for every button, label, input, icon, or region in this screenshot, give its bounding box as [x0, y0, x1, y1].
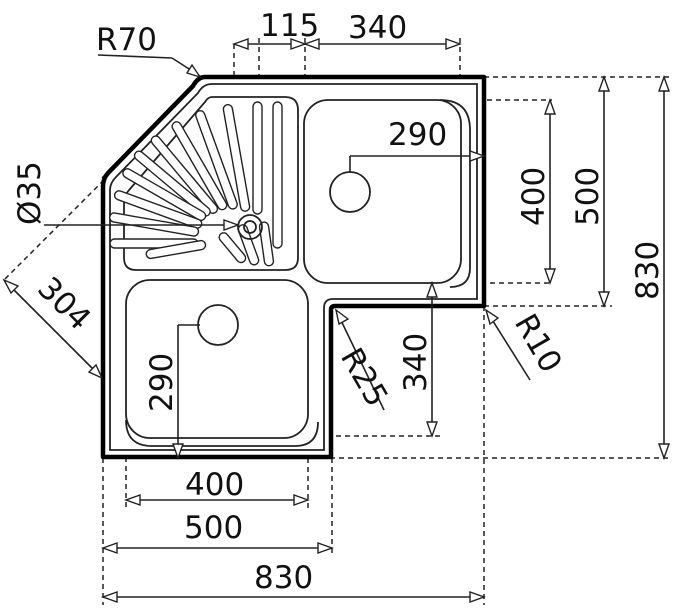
dim-830-bottom-label: 830 — [254, 560, 313, 596]
dim-500-bottom-label: 500 — [184, 510, 243, 546]
dim-290-top-label: 290 — [388, 117, 447, 153]
top-basin — [303, 99, 462, 284]
drainer-waste — [237, 214, 263, 240]
dim-400-vertical-label: 400 — [516, 167, 552, 226]
sink-inner-rim — [109, 83, 478, 451]
arrowheads — [2, 38, 670, 603]
top-basin-lip — [439, 99, 471, 288]
bottom-basin — [125, 279, 309, 439]
dimension-labels: R70 115 340 290 400 500 830 Ø35 304 290 … — [12, 8, 666, 596]
dim-d35-label: Ø35 — [12, 161, 48, 225]
dim-r10-label: R10 — [507, 308, 569, 379]
dim-304-label: 304 — [30, 270, 97, 337]
dim-400-bottom-label: 400 — [185, 467, 244, 503]
dim-r25-label: R25 — [333, 342, 395, 413]
bottom-basin-lip — [125, 419, 319, 447]
dim-340-lower-label: 340 — [398, 333, 434, 392]
drainer-area — [123, 96, 299, 271]
dim-115-label: 115 — [260, 8, 319, 44]
dim-340-top-label: 340 — [348, 10, 407, 46]
dim-500-vertical-label: 500 — [570, 167, 606, 226]
dim-r70-label: R70 — [96, 22, 157, 58]
dim-290-left-label: 290 — [144, 353, 180, 412]
dim-830-vertical-label: 830 — [630, 241, 666, 300]
drainer-ribs — [109, 101, 283, 267]
